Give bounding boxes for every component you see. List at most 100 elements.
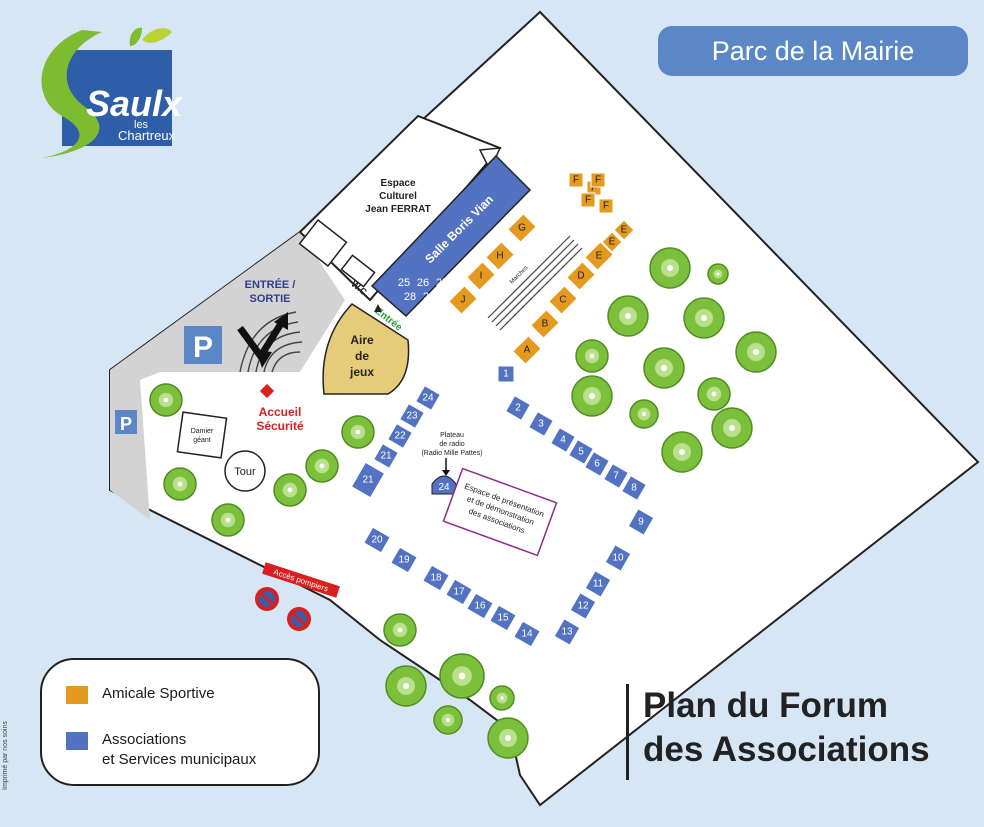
stand-12-label: 12 (577, 601, 589, 612)
trees-layer (149, 247, 777, 759)
stand-2[interactable]: 2 (505, 395, 531, 421)
stand-14-box (513, 620, 541, 648)
stand-15[interactable]: 15 (489, 604, 517, 632)
entree-sortie-label-2: SORTIE (250, 293, 291, 305)
damier-geant[interactable] (176, 411, 228, 459)
stand-8[interactable]: 8 (621, 475, 647, 501)
stand-f-3[interactable]: F (580, 192, 596, 208)
legend: Amicale Sportive Associations et Service… (40, 658, 320, 786)
stand-i[interactable]: I (466, 261, 496, 291)
stand-5-label: 5 (578, 447, 584, 458)
stands-layer: ABCDEEEFFFFFGHIJ123456789101112131415161… (350, 172, 655, 648)
stand-12[interactable]: 12 (569, 592, 597, 620)
stand-16[interactable]: 16 (466, 592, 494, 620)
stand-g-label: G (518, 223, 526, 234)
stand-8-box (621, 475, 647, 501)
stand-g[interactable]: G (507, 213, 537, 243)
marches-lines (487, 235, 583, 331)
logo-text-saulx: Saulx (86, 83, 182, 124)
tree-icon-16 (273, 473, 307, 507)
stand-4-box (550, 427, 576, 453)
no-parking-icon-2 (287, 607, 311, 631)
stand-16-box (466, 592, 494, 620)
stand-28-label: 27 (436, 277, 448, 289)
stand-e-3-label: E (621, 225, 628, 236)
stand-f-1-label: F (573, 175, 579, 186)
stand-25[interactable] (431, 475, 457, 495)
plan-title: Plan du Forum des Associations (626, 684, 930, 780)
espace-culturel-label-1: Espace (380, 178, 415, 189)
stand-5[interactable]: 5 (568, 439, 594, 465)
stand-17[interactable]: 17 (445, 578, 473, 606)
stand-9[interactable]: 9 (627, 508, 655, 536)
stand-e-3[interactable]: E (613, 219, 635, 241)
stand-22[interactable]: 22 (387, 423, 413, 449)
stand-23[interactable]: 23 (399, 403, 425, 429)
tree-icon-23 (433, 705, 463, 735)
wc-room[interactable] (340, 254, 376, 288)
stand-11[interactable]: 11 (584, 570, 612, 598)
stand-6[interactable]: 6 (584, 451, 610, 477)
stand-10[interactable]: 10 (604, 544, 632, 572)
plan-title-line-1: Plan du Forum (643, 686, 888, 725)
stand-20-label: 20 (371, 535, 383, 546)
plan-title-line-2: des Associations (643, 730, 930, 769)
stand-f-5[interactable]: F (590, 172, 606, 188)
stand-d[interactable]: D (566, 261, 596, 291)
stand-21-b-label: 21 (380, 451, 392, 462)
tree-icon-21 (439, 653, 485, 699)
stand-h-label: H (496, 251, 503, 262)
stand-4[interactable]: 4 (550, 427, 576, 453)
stand-18-box (422, 564, 450, 592)
accueil-label-2: Sécurité (256, 419, 304, 433)
stand-3[interactable]: 3 (528, 411, 554, 437)
plateau-arrowhead-icon (442, 470, 450, 476)
stand-j[interactable]: J (448, 285, 478, 315)
stand-10-box (604, 544, 632, 572)
tour[interactable] (224, 450, 266, 492)
stand-d-label: D (577, 271, 584, 282)
aire-de-jeux-label-1: Aire (350, 333, 374, 347)
stand-13[interactable]: 13 (553, 618, 581, 646)
stand-17-label: 17 (453, 587, 465, 598)
stand-18[interactable]: 18 (422, 564, 450, 592)
logo-text-chartreux: Chartreux (118, 128, 176, 143)
stand-e-2[interactable]: E (601, 231, 623, 253)
stand-i-box (466, 261, 496, 291)
tree-icon-2 (707, 263, 729, 285)
entree-sortie-label-1: ENTRÉE / (245, 278, 296, 291)
stand-19[interactable]: 19 (390, 546, 418, 574)
logo-swoosh (41, 30, 102, 158)
stand-1[interactable]: 1 (497, 365, 515, 383)
accueil-label-1: Accueil (259, 405, 302, 419)
stand-9-box (627, 508, 655, 536)
stand-h[interactable]: H (485, 241, 515, 271)
stand-15-label: 15 (497, 613, 509, 624)
stand-a[interactable]: A (512, 335, 542, 365)
stand-30-label: 29 (423, 291, 435, 303)
stand-f-2-label: F (591, 183, 597, 194)
stand-f-4[interactable]: F (598, 198, 614, 214)
stand-24[interactable]: 24 (415, 385, 441, 411)
tree-icon-6 (575, 339, 609, 373)
stand-7[interactable]: 7 (603, 463, 629, 489)
legend-swatch-orange (66, 686, 88, 704)
stand-21-b[interactable]: 21 (373, 443, 399, 469)
logo-text-les: les (134, 119, 149, 131)
stand-f-1[interactable]: F (568, 172, 584, 188)
stand-11-box (584, 570, 612, 598)
tree-icon-22 (489, 685, 515, 711)
stand-c[interactable]: C (548, 285, 578, 315)
stand-21-a[interactable]: 21 (350, 461, 386, 499)
salle-boris-vian[interactable] (370, 154, 532, 318)
stand-f-4-box (598, 198, 614, 214)
stand-e-2-box (601, 231, 623, 253)
stand-13-box (553, 618, 581, 646)
parking-sign-small (115, 410, 137, 434)
stand-e[interactable]: E (584, 241, 614, 271)
stand-14[interactable]: 14 (513, 620, 541, 648)
stand-20[interactable]: 20 (363, 526, 391, 554)
stand-b[interactable]: B (530, 309, 560, 339)
espace-presentation[interactable] (442, 467, 558, 557)
aire-de-jeux[interactable] (322, 303, 410, 395)
